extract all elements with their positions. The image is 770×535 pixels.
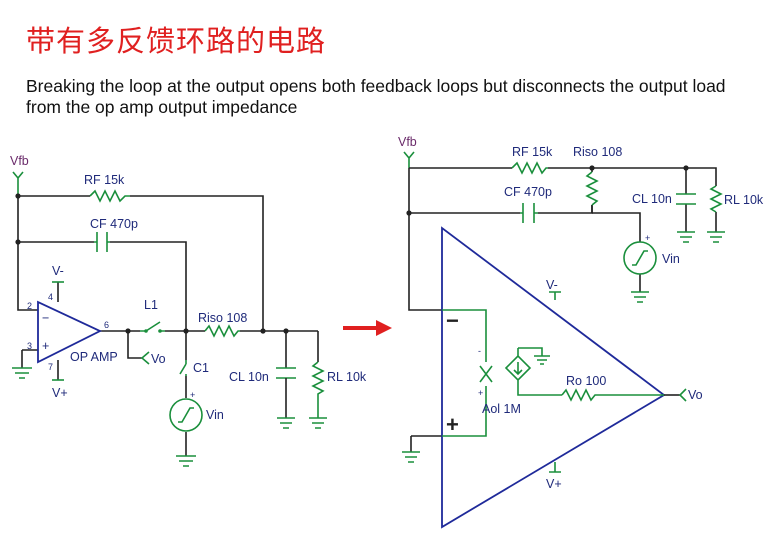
vo-terminal-right xyxy=(678,388,687,402)
cl-capacitor-left xyxy=(276,367,296,379)
vfb-label-right: Vfb xyxy=(398,135,417,149)
vo-terminal-left xyxy=(140,351,150,365)
opamp-label-left: OP AMP xyxy=(70,350,118,364)
l1-contact-a xyxy=(144,329,148,333)
right-vfb-wire xyxy=(408,168,442,311)
aol-minus: - xyxy=(478,346,481,356)
opamp-minus-left: − xyxy=(42,311,49,325)
pin2-label: 2 xyxy=(27,301,32,311)
right-rf-wire xyxy=(409,167,717,186)
vfb-terminal-left xyxy=(12,171,24,196)
ground-rl-left-icon xyxy=(309,417,327,429)
ground-dep-source-icon xyxy=(518,347,550,365)
vplus-label-left: V+ xyxy=(52,386,68,400)
rl-label-left: RL 10k xyxy=(327,370,367,384)
pin3-label: 3 xyxy=(27,341,32,351)
vminus-bar-right xyxy=(549,291,561,300)
rl-label-right: RL 10k xyxy=(724,193,764,207)
riso-resistor-left xyxy=(204,324,240,338)
aol-x-icon xyxy=(479,365,493,383)
left-vo-wire xyxy=(127,331,142,359)
vplus-label-right: V+ xyxy=(546,477,562,491)
vin-plus-right: + xyxy=(645,233,650,243)
c1-element xyxy=(179,360,187,376)
slide-subtitle: Breaking the loop at the output opens bo… xyxy=(26,76,726,117)
right-plus-ground-wire xyxy=(410,435,442,452)
aol-label: Aol 1M xyxy=(482,402,521,416)
rf-resistor-left xyxy=(89,189,130,203)
vin-plus-left: + xyxy=(190,390,195,400)
vminus-label-left: V- xyxy=(52,264,64,278)
c1-label: C1 xyxy=(193,361,209,375)
vin-source-left xyxy=(169,398,203,432)
ground-vin-left-icon xyxy=(176,455,196,467)
vo-label-right: Vo xyxy=(688,388,703,402)
opamp-minus-right: − xyxy=(446,308,459,333)
opamp-triangle-right xyxy=(441,226,666,529)
vplus-bar-right xyxy=(549,462,561,473)
riso-resistor-right xyxy=(585,171,599,206)
ground-plus-right-icon xyxy=(402,451,420,463)
left-branch-wires xyxy=(185,331,319,456)
rf-resistor-right xyxy=(511,161,548,175)
pin4-label: 4 xyxy=(48,292,53,302)
transform-arrow xyxy=(343,320,392,336)
vo-label-left: Vo xyxy=(151,352,166,366)
cl-label-left: CL 10n xyxy=(229,370,269,384)
l1-contact-b xyxy=(158,329,162,333)
left-cf-loop-wire xyxy=(18,241,187,331)
vfb-terminal-right xyxy=(403,151,415,168)
cf-capacitor-right xyxy=(520,203,538,223)
vin-label-right: Vin xyxy=(662,252,680,266)
left-junctions xyxy=(15,193,289,334)
aol-input-wires xyxy=(442,309,487,437)
pin6-label: 6 xyxy=(104,320,109,330)
ground-rl-right-icon xyxy=(707,231,725,243)
opamp-plus-right: + xyxy=(446,412,459,437)
ground-vin-right-icon xyxy=(631,291,649,303)
vminus-label-right: V- xyxy=(546,278,558,292)
dependent-source xyxy=(504,348,562,396)
riso-label-left: Riso 108 xyxy=(198,311,247,325)
opamp-plus-left: + xyxy=(42,339,49,353)
right-branch-wires xyxy=(639,168,717,292)
slide-title: 带有多反馈环路的电路 xyxy=(26,24,327,58)
aol-plus: + xyxy=(478,388,483,398)
right-junctions xyxy=(406,165,689,216)
left-circuit: Vfb RF 15k CF 470p − + 2 3 4 6 7 O xyxy=(10,154,367,467)
left-pin3-wire xyxy=(21,349,38,368)
cf-label-left: CF 470p xyxy=(90,217,138,231)
ro-resistor xyxy=(561,388,664,402)
rf-label-left: RF 15k xyxy=(84,173,125,187)
left-vfb-wire xyxy=(17,196,38,311)
right-circuit: Vfb RF 15k Riso 108 CF 470p CL 10n RL 10… xyxy=(398,135,764,529)
l1-switch xyxy=(140,321,165,332)
rf-label-right: RF 15k xyxy=(512,145,553,159)
ro-label: Ro 100 xyxy=(566,374,606,388)
vin-wave-left-icon xyxy=(178,407,194,423)
rl-resistor-right xyxy=(709,185,723,213)
l1-label: L1 xyxy=(144,298,158,312)
cl-capacitor-right xyxy=(676,193,696,205)
vin-wave-right-icon xyxy=(632,250,648,266)
pin7-label: 7 xyxy=(48,362,53,372)
right-cf-wire xyxy=(409,205,593,214)
vfb-label-left: Vfb xyxy=(10,154,29,168)
cf-label-right: CF 470p xyxy=(504,185,552,199)
ground-cl-right-icon xyxy=(677,231,695,243)
cf-capacitor-left xyxy=(94,232,110,252)
ground-pin3-icon xyxy=(12,367,32,379)
vin-source-right xyxy=(623,241,657,275)
vin-label-left: Vin xyxy=(206,408,224,422)
opamp-triangle-left xyxy=(37,300,103,364)
riso-label-right: Riso 108 xyxy=(573,145,622,159)
rl-resistor-left xyxy=(311,361,325,418)
cl-label-right: CL 10n xyxy=(632,192,672,206)
left-rf-loop-wire xyxy=(18,195,264,331)
dependent-source-arrow-icon xyxy=(513,362,523,376)
ground-cl-left-icon xyxy=(277,417,295,429)
